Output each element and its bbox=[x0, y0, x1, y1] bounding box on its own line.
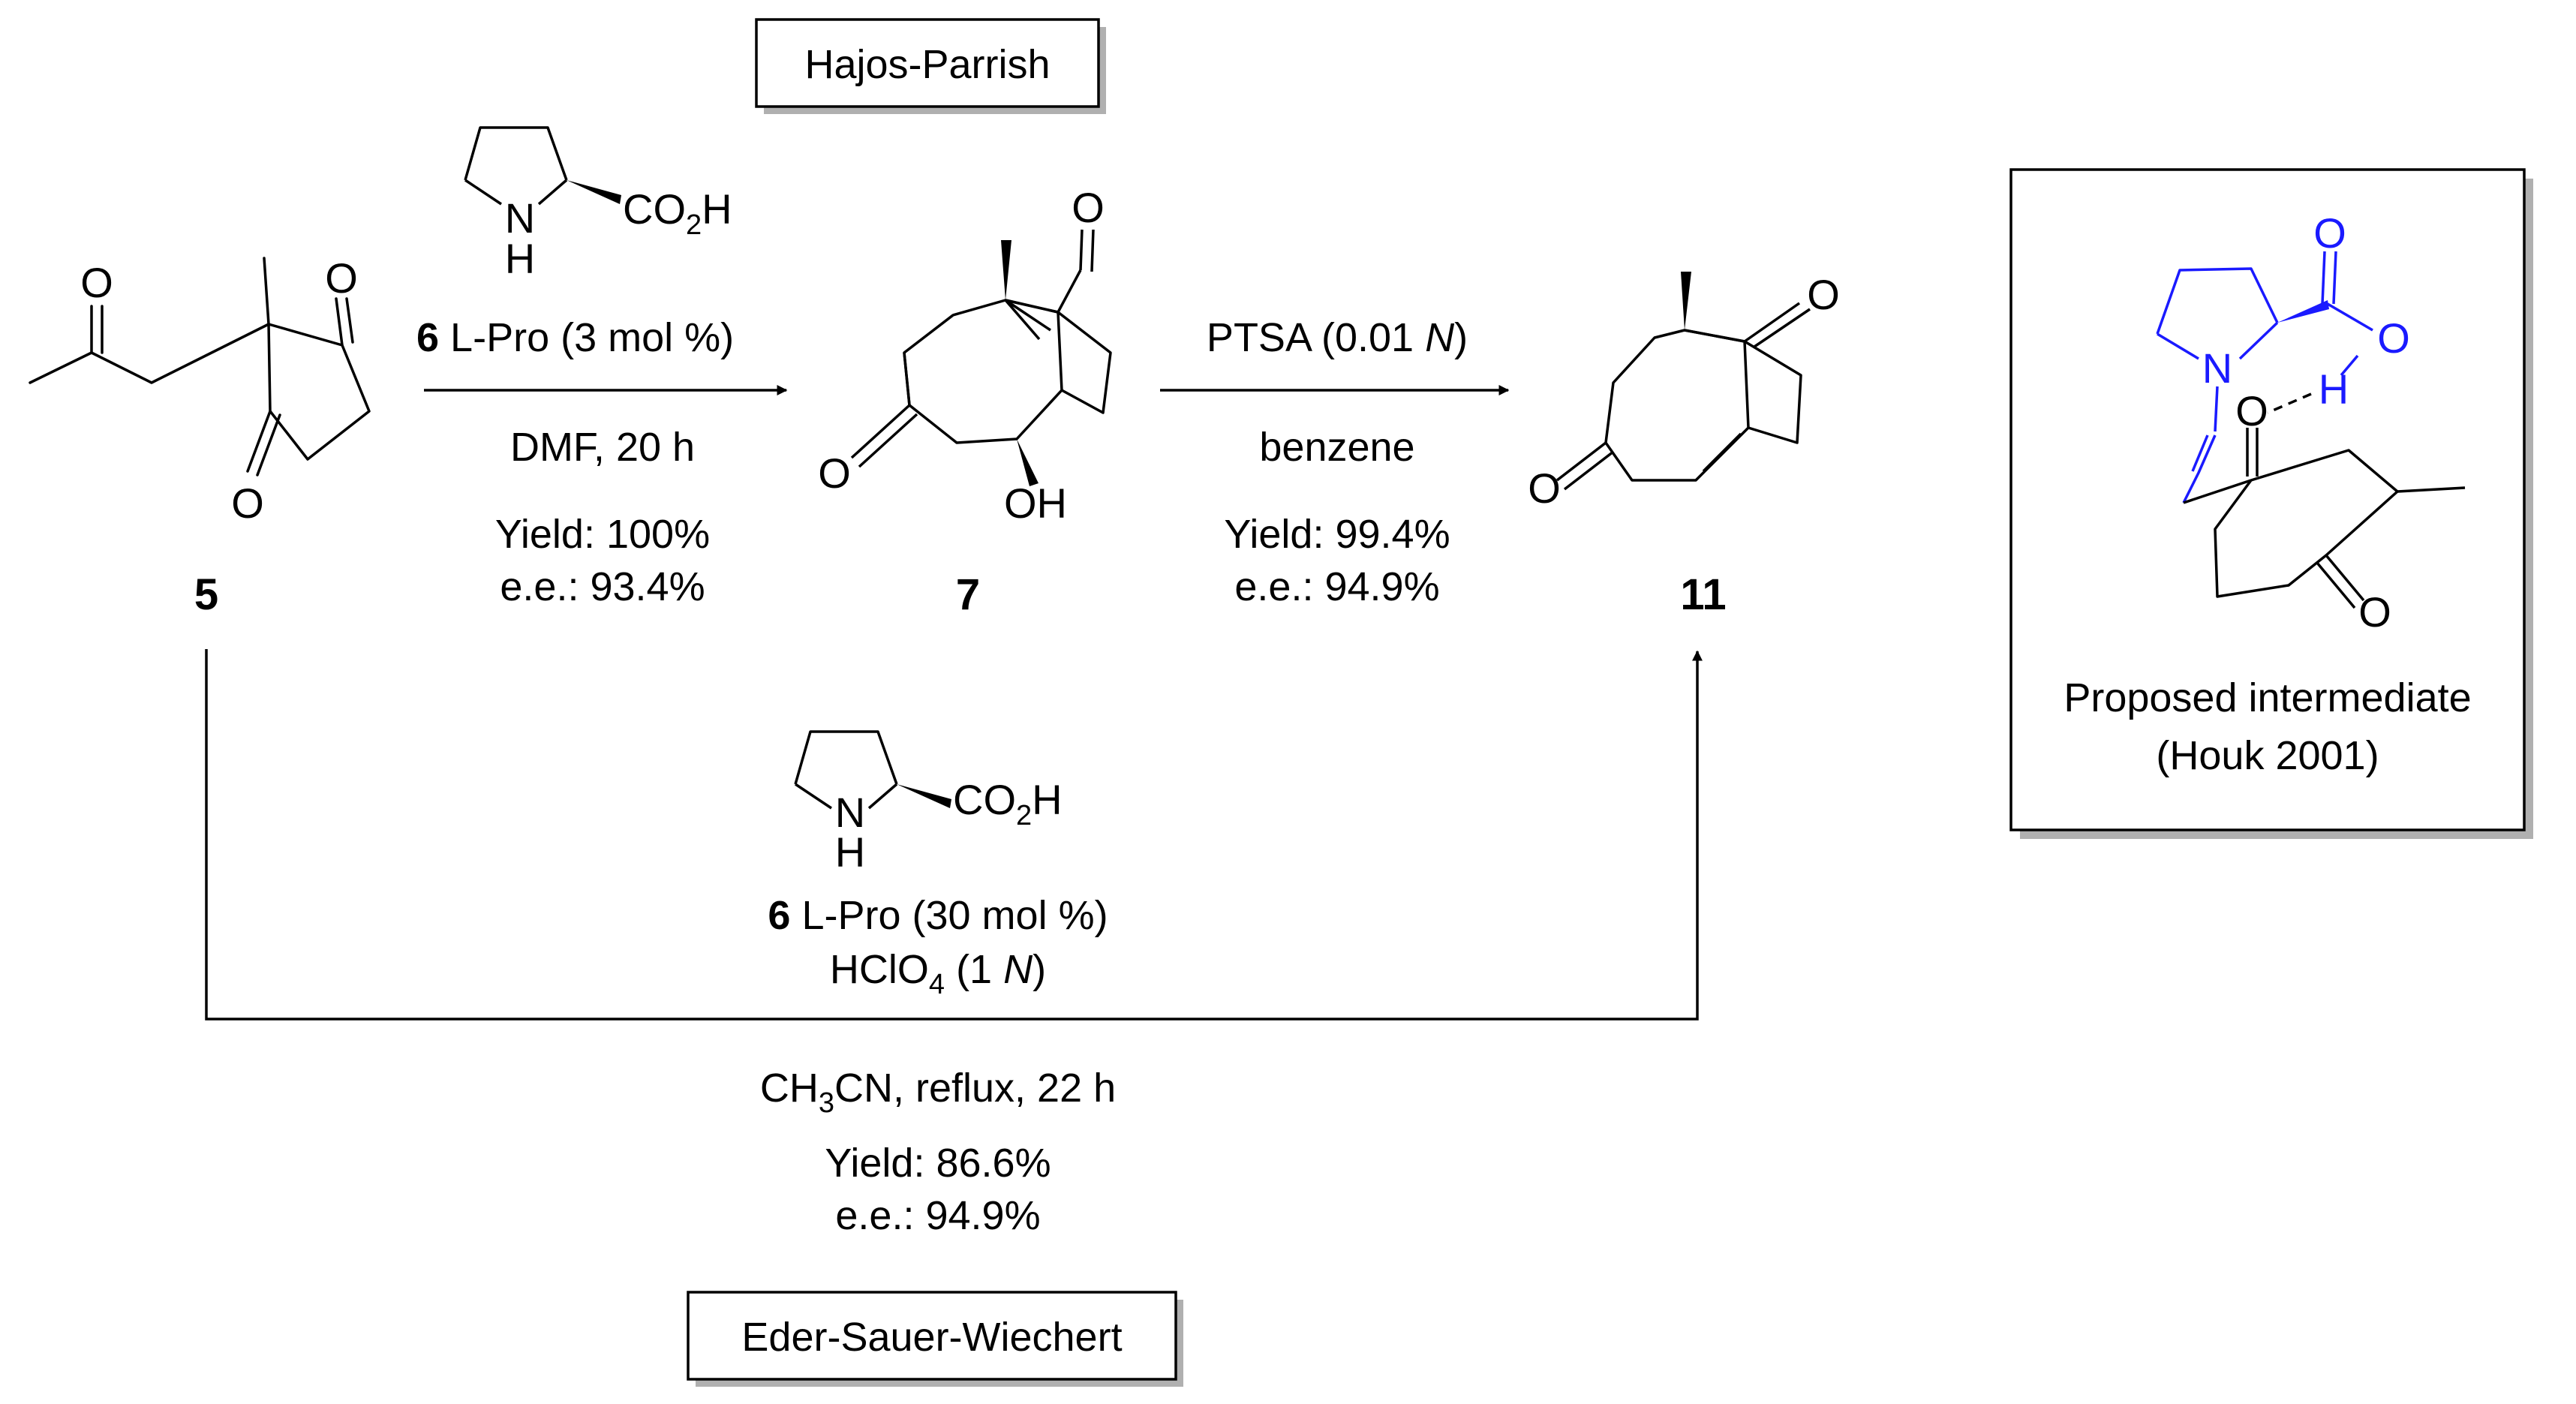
proline-carboxyl-top: CO2H bbox=[623, 185, 732, 241]
proline-nh-hydrogen-top: H bbox=[505, 235, 535, 282]
compound-5-structure bbox=[29, 257, 371, 477]
intermediate-carbonyl-oxygen: O bbox=[2313, 209, 2346, 257]
compound-7-structure bbox=[850, 229, 1112, 468]
proline-nh-hydrogen-bottom: H bbox=[835, 828, 865, 876]
step2-ee: e.e.: 94.9% bbox=[1234, 564, 1439, 609]
intermediate-hydroxyl-oxygen: O bbox=[2377, 314, 2410, 362]
one-pot-route-arrow bbox=[205, 649, 1703, 1021]
step1-catalyst-label: 6 L-Pro (3 mol %) bbox=[416, 315, 734, 360]
compound-5-ring-oxygen-bottom: O bbox=[231, 480, 264, 527]
hajos-parrish-label-box: Hajos-Parrish bbox=[755, 18, 1106, 114]
step3-catalyst-label: 6 L-Pro (30 mol %) bbox=[768, 893, 1108, 938]
proline-catalyst-bottom: N H CO2H bbox=[794, 730, 1063, 876]
step2-reagent: PTSA (0.01 N) bbox=[1207, 315, 1468, 360]
intermediate-stereo-wedge bbox=[2277, 300, 2329, 323]
step1-ee: e.e.: 93.4% bbox=[500, 564, 705, 609]
proline-catalyst-top: N H CO2H bbox=[464, 126, 732, 282]
step3-yield: Yield: 86.6% bbox=[825, 1141, 1051, 1186]
intermediate-enamine-fragment bbox=[2156, 251, 2373, 504]
intermediate-ring-ketone-oxygen: O bbox=[2358, 588, 2391, 636]
hajos-parrish-label: Hajos-Parrish bbox=[804, 42, 1050, 87]
compound-11-methyl-wedge bbox=[1681, 272, 1691, 330]
proposed-intermediate-panel: O O N H O O Proposed intermediate (Houk … bbox=[2009, 168, 2533, 839]
intermediate-acceptor-oxygen: O bbox=[2235, 387, 2268, 434]
proline-nitrogen-top: N bbox=[505, 194, 535, 242]
intermediate-caption-line1: Proposed intermediate bbox=[2064, 675, 2471, 720]
step1-solvent: DMF, 20 h bbox=[510, 425, 695, 470]
step2-solvent: benzene bbox=[1259, 425, 1414, 470]
compound-7-hydroxyl: OH bbox=[1004, 480, 1067, 527]
proline-nitrogen-bottom: N bbox=[835, 789, 865, 836]
compound-5-ketone-oxygen: O bbox=[80, 259, 113, 306]
eder-sauer-wiechert-label-box: Eder-Sauer-Wiechert bbox=[687, 1291, 1183, 1387]
intermediate-caption-line2: (Houk 2001) bbox=[2156, 733, 2379, 778]
compound-5-ring-oxygen-top: O bbox=[325, 254, 358, 302]
compound-11-ketone-oxygen: O bbox=[1807, 271, 1840, 318]
compound-11-structure bbox=[1556, 302, 1811, 491]
step1-yield: Yield: 100% bbox=[495, 512, 710, 557]
intermediate-ring-skeleton bbox=[2183, 428, 2466, 609]
compound-7-number: 7 bbox=[956, 570, 980, 619]
step3-ee: e.e.: 94.9% bbox=[835, 1193, 1040, 1238]
compound-7-methyl-wedge bbox=[1001, 240, 1011, 300]
step3-acid: HClO4 (1 N) bbox=[830, 947, 1046, 1000]
compound-11-enone-oxygen: O bbox=[1528, 464, 1561, 512]
intermediate-hydrogen-bond bbox=[2267, 392, 2312, 414]
compound-7-enone-oxygen: O bbox=[818, 449, 851, 497]
compound-7-hydroxyl-wedge bbox=[1017, 439, 1039, 486]
step3-solvent: CH3CN, reflux, 22 h bbox=[760, 1066, 1116, 1119]
compound-7-ketone-oxygen: O bbox=[1072, 184, 1105, 231]
proline-carboxyl-bottom: CO2H bbox=[953, 776, 1063, 831]
intermediate-oh-bond bbox=[2340, 354, 2359, 377]
eder-sauer-wiechert-label: Eder-Sauer-Wiechert bbox=[741, 1315, 1122, 1360]
intermediate-nitrogen: N bbox=[2202, 344, 2232, 392]
step2-yield: Yield: 99.4% bbox=[1224, 512, 1450, 557]
compound-11-number: 11 bbox=[1680, 570, 1726, 619]
compound-5-number: 5 bbox=[194, 570, 218, 619]
